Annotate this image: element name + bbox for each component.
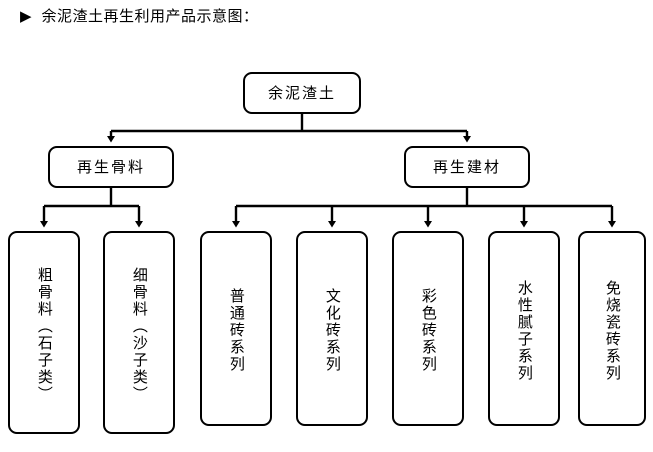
bullet-marker-icon: ▶ bbox=[20, 7, 32, 25]
node-leaf-color-brick[interactable]: 彩色砖系列 bbox=[392, 231, 464, 426]
node-leaf-waterborne-putty[interactable]: 水性腻子系列 bbox=[488, 231, 560, 426]
node-leaf-ordinary-brick-label: 普通砖系列 bbox=[227, 288, 246, 373]
node-branch-recycled-building-material-label: 再生建材 bbox=[432, 157, 501, 176]
node-leaf-coarse-aggregate-label: 粗骨料（石子类） bbox=[35, 266, 54, 403]
node-leaf-culture-brick-label: 文化砖系列 bbox=[323, 288, 342, 373]
page-title-text: 余泥渣土再生利用产品示意图： bbox=[41, 7, 259, 25]
node-root[interactable]: 余泥渣土 bbox=[243, 72, 361, 114]
node-branch-recycled-aggregate[interactable]: 再生骨料 bbox=[48, 146, 174, 188]
node-leaf-unfired-ceramic-tile-label: 免烧瓷砖系列 bbox=[603, 279, 622, 382]
node-leaf-fine-aggregate[interactable]: 细骨料（沙子类） bbox=[103, 231, 175, 434]
node-leaf-coarse-aggregate[interactable]: 粗骨料（石子类） bbox=[8, 231, 80, 434]
page-title: ▶ 余泥渣土再生利用产品示意图： bbox=[20, 9, 259, 24]
node-root-label: 余泥渣土 bbox=[267, 83, 336, 102]
node-leaf-fine-aggregate-label: 细骨料（沙子类） bbox=[130, 266, 149, 403]
node-leaf-waterborne-putty-label: 水性腻子系列 bbox=[515, 279, 534, 382]
node-leaf-culture-brick[interactable]: 文化砖系列 bbox=[296, 231, 368, 426]
node-leaf-unfired-ceramic-tile[interactable]: 免烧瓷砖系列 bbox=[578, 231, 646, 426]
node-branch-recycled-aggregate-label: 再生骨料 bbox=[76, 157, 145, 176]
node-leaf-color-brick-label: 彩色砖系列 bbox=[419, 288, 438, 373]
node-leaf-ordinary-brick[interactable]: 普通砖系列 bbox=[200, 231, 272, 426]
node-branch-recycled-building-material[interactable]: 再生建材 bbox=[404, 146, 530, 188]
